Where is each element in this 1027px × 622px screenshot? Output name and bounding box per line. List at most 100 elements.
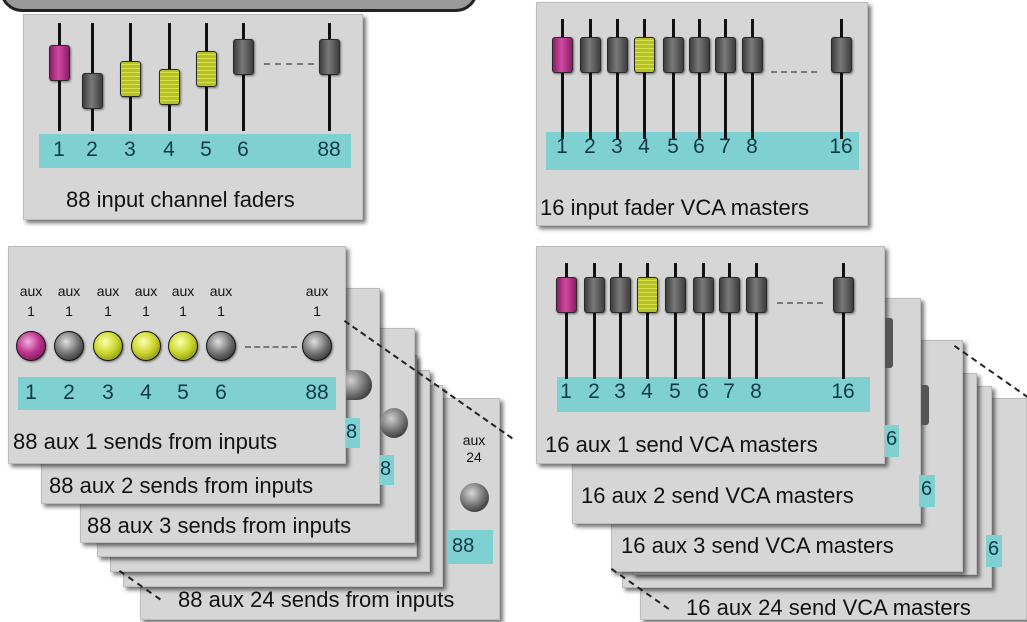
panel-caption: 16 aux 1 send VCA masters [545, 432, 818, 457]
aux-label: aux [134, 283, 158, 299]
channel-number: 1 [25, 381, 37, 404]
channel-number: 6 [215, 381, 227, 404]
vca-number-strip [546, 132, 859, 170]
channel-number: 2 [588, 380, 600, 403]
back-number-strip [447, 530, 493, 564]
channel-number: 1 [53, 138, 65, 161]
fader-track [565, 263, 568, 379]
fader-cap [637, 277, 658, 313]
fader-track [674, 263, 677, 379]
channel-number: 5 [177, 381, 189, 404]
continuation-dashes [264, 63, 314, 65]
vca-fader-fragment [885, 318, 893, 368]
panel-caption: 88 aux 24 sends from inputs [178, 587, 455, 612]
vca4-strip-fragment [986, 535, 1002, 567]
fader-cap [742, 37, 763, 73]
channel-number: 5 [200, 138, 212, 161]
fader-track [619, 263, 622, 379]
channel-number: 7 [719, 135, 731, 158]
channel-number: 4 [140, 381, 152, 404]
channel-number: 88 [305, 381, 329, 404]
aux3-number-fragment: 8 [380, 458, 392, 480]
fader-cap [233, 39, 254, 75]
fader-track [561, 19, 564, 139]
fader-cap [552, 37, 573, 73]
send-knob [16, 331, 46, 361]
panel-caption: 88 aux 3 sends from inputs [87, 513, 352, 538]
channel-number: 2 [584, 135, 596, 158]
send-knob [168, 331, 198, 361]
aux-text: aux [462, 432, 486, 448]
panel-caption: 16 aux 24 send VCA masters [686, 595, 971, 620]
aux24-label: aux 24 [454, 432, 494, 466]
fader-cap [580, 37, 601, 73]
aux2-strip-fragment [346, 418, 360, 448]
continuation-dashes [771, 71, 817, 73]
channel-number: 16 [829, 135, 853, 158]
fader-track [702, 263, 705, 379]
vca2-number-fragment: 6 [886, 428, 898, 450]
fader-cap [715, 37, 736, 73]
fader-cap [693, 277, 714, 313]
vca3-number-fragment: 6 [921, 478, 933, 500]
aux-number: 1 [142, 303, 150, 319]
aux-number: 1 [179, 303, 187, 319]
fader-cap [634, 37, 655, 73]
aux-label: aux [171, 283, 195, 299]
fader-track [751, 19, 754, 139]
fader-cap [665, 277, 686, 313]
channel-number: 5 [669, 380, 681, 403]
fader-cap [689, 37, 710, 73]
channel-number: 3 [124, 138, 136, 161]
fader-track [328, 23, 331, 131]
fader-cap [663, 37, 684, 73]
channel-number: 4 [641, 380, 653, 403]
channel-number: 3 [611, 135, 623, 158]
panel-caption: 88 aux 1 sends from inputs [13, 429, 278, 454]
fader-track [593, 263, 596, 379]
vca-fader-fragment [921, 385, 929, 425]
panel-caption: 88 aux 2 sends from inputs [49, 473, 314, 498]
continuation-dashes [777, 302, 823, 304]
aux2-knob-fragment [346, 370, 372, 400]
channel-number: 6 [697, 380, 709, 403]
aux-number: 1 [27, 303, 35, 319]
fader-cap [49, 45, 70, 81]
fader-track [698, 19, 701, 139]
vca-number-strip [557, 377, 870, 412]
channel-number-strip [39, 134, 351, 168]
vca3-strip-fragment [919, 475, 935, 507]
fader-track [643, 19, 646, 139]
panel-caption: 88 input channel faders [66, 187, 295, 212]
aux-number: 1 [104, 303, 112, 319]
send-knob [93, 331, 123, 361]
send-knob [54, 331, 84, 361]
aux-number: 1 [65, 303, 73, 319]
aux-number: 1 [217, 303, 225, 319]
fader-cap [746, 277, 767, 313]
channel-number: 6 [237, 138, 249, 161]
top-frame-edge [0, 0, 478, 12]
aux-label: aux [57, 283, 81, 299]
fader-cap [610, 277, 631, 313]
panel-caption: 16 aux 2 send VCA masters [581, 483, 854, 508]
fader-cap [159, 69, 180, 105]
channel-number: 2 [63, 381, 75, 404]
fader-track [672, 19, 675, 139]
aux3-knob-fragment [380, 408, 408, 438]
panel-caption: 16 aux 3 send VCA masters [621, 533, 894, 558]
channel-number: 4 [163, 138, 175, 161]
fader-cap [833, 277, 854, 313]
fader-cap [584, 277, 605, 313]
aux-label: aux [96, 283, 120, 299]
channel-number: 1 [556, 135, 568, 158]
fader-cap [120, 61, 141, 97]
channel-number: 3 [614, 380, 626, 403]
fader-track [724, 19, 727, 139]
aux1-sends-panel: 88 aux 1 sends from inputs aux 1 1 aux 1 2 aux… [8, 246, 346, 464]
aux-number: 24 [466, 449, 482, 465]
fader-track [842, 263, 845, 379]
continuation-dashes [245, 346, 297, 348]
panel-caption: 16 input fader VCA masters [540, 195, 810, 220]
